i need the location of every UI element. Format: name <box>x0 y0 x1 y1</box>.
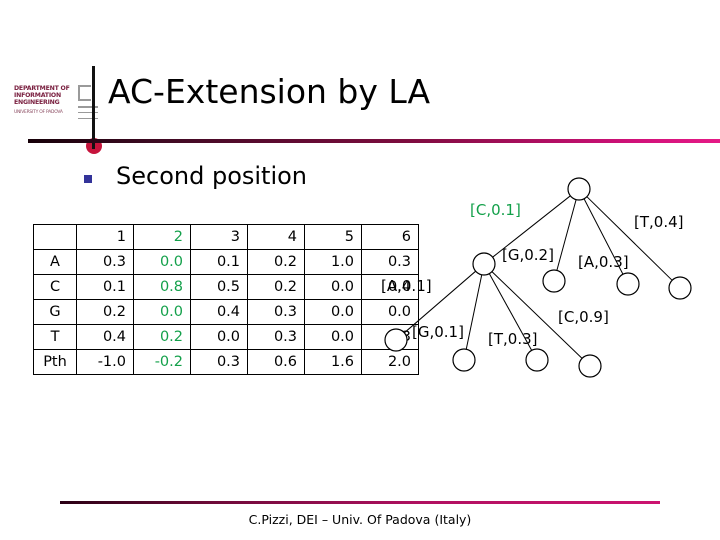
table-cell: 0.1 <box>190 249 248 275</box>
table-cell: -0.2 <box>133 349 191 375</box>
table-cell: 0.0 <box>190 324 248 350</box>
tree-edge <box>488 273 533 351</box>
tree-node <box>668 276 692 300</box>
tree-edges-svg <box>384 177 692 378</box>
table-cell: 0.3 <box>247 324 305 350</box>
table-row-header-Pth: Pth <box>33 349 77 375</box>
logo-line-1: DEPARTMENT OF <box>14 85 70 92</box>
table-row-header-A: A <box>33 249 77 275</box>
page-title: AC-Extension by LA <box>108 72 431 111</box>
table-cell: 0.0 <box>361 299 419 325</box>
table-column-header-2: 2 <box>133 224 191 250</box>
table-cell: 0.2 <box>133 324 191 350</box>
tree-edge-label: [A,0.1] <box>381 277 432 295</box>
tree-edge-group <box>403 195 673 359</box>
table-cell: 1.6 <box>304 349 362 375</box>
table-cell: 0.8 <box>133 274 191 300</box>
table-cell: 0.5 <box>190 274 248 300</box>
table-cell: 1.0 <box>304 249 362 275</box>
table-row-header-T: T <box>33 324 77 350</box>
tree-edge-label: [T,0.4] <box>634 213 684 231</box>
tree-node <box>452 348 476 372</box>
table-cell: -1.0 <box>76 349 134 375</box>
tree-edge-label: [G,0.1] <box>412 323 464 341</box>
table-row: T0.40.20.00.30.00.3 <box>33 324 419 350</box>
table-cell: 2.0 <box>361 349 419 375</box>
table-cell: 0.3 <box>361 249 419 275</box>
table-cell: 0.0 <box>304 299 362 325</box>
tree-node <box>616 272 640 296</box>
logo-line-3: ENGINEERING <box>14 99 60 106</box>
logo-mark-bars <box>78 85 98 129</box>
logo-text: DEPARTMENT OF INFORMATION ENGINEERING UN… <box>14 85 76 116</box>
tree-node <box>578 354 602 378</box>
table-column-header-5: 5 <box>304 224 362 250</box>
tree-node <box>542 269 566 293</box>
tree-edge-label: [T,0.3] <box>488 330 538 348</box>
table-corner-cell <box>33 224 77 250</box>
table-row-header-C: C <box>33 274 77 300</box>
table-cell: 0.0 <box>304 324 362 350</box>
table-cell: 0.3 <box>247 299 305 325</box>
table-cell: 0.4 <box>76 324 134 350</box>
table-cell: 0.2 <box>76 299 134 325</box>
table-cell: 0.1 <box>76 274 134 300</box>
bullet-square-icon <box>84 175 92 183</box>
tree-node <box>525 348 549 372</box>
tree-edge-label: [C,0.1] <box>470 201 521 219</box>
table-column-header-1: 1 <box>76 224 134 250</box>
header-divider <box>28 139 720 143</box>
table-cell: 0.0 <box>133 299 191 325</box>
logo-line-4: UNIVERSITY OF PADOVA <box>14 110 63 115</box>
footer-divider <box>60 501 660 504</box>
table-cell: 0.0 <box>304 274 362 300</box>
tree-edge <box>586 196 673 281</box>
tree-node-group <box>384 177 692 378</box>
table-cell: 0.2 <box>247 249 305 275</box>
footer-credit: C.Pizzi, DEI – Univ. Of Padova (Italy) <box>248 512 472 527</box>
header-vertical-rule <box>92 66 95 149</box>
table-column-header-6: 6 <box>361 224 419 250</box>
tree-node <box>384 328 408 352</box>
tree-edge <box>492 195 571 258</box>
bullet-label: Second position <box>116 162 308 190</box>
tree-node <box>472 252 496 276</box>
table-row-header-G: G <box>33 299 77 325</box>
university-logo: DEPARTMENT OF INFORMATION ENGINEERING UN… <box>14 68 102 154</box>
tree-edge <box>465 274 483 350</box>
tree-edge <box>556 199 577 271</box>
tree-edge <box>491 271 583 359</box>
tree-edge <box>583 198 624 275</box>
table-column-header-3: 3 <box>190 224 248 250</box>
tree-edge-label: [C,0.9] <box>558 308 609 326</box>
tree-edge-label: [A,0.3] <box>578 253 629 271</box>
slide-header: DEPARTMENT OF INFORMATION ENGINEERING UN… <box>0 0 720 154</box>
tree-edge-label: [G,0.2] <box>502 246 554 264</box>
table-cell: 0.4 <box>190 299 248 325</box>
table-column-header-4: 4 <box>247 224 305 250</box>
table-cell: 0.0 <box>133 249 191 275</box>
table-cell: 0.6 <box>247 349 305 375</box>
table-cell: 0.2 <box>247 274 305 300</box>
tree-node <box>567 177 591 201</box>
logo-line-2: INFORMATION <box>14 92 61 99</box>
table-cell: 0.3 <box>76 249 134 275</box>
table-cell: 0.3 <box>190 349 248 375</box>
suffix-tree-diagram: [C,0.1] [T,0.4] [G,0.2] [A,0.3] [A,0.1] [G,0.… <box>370 175 720 385</box>
tree-edge <box>403 270 477 334</box>
